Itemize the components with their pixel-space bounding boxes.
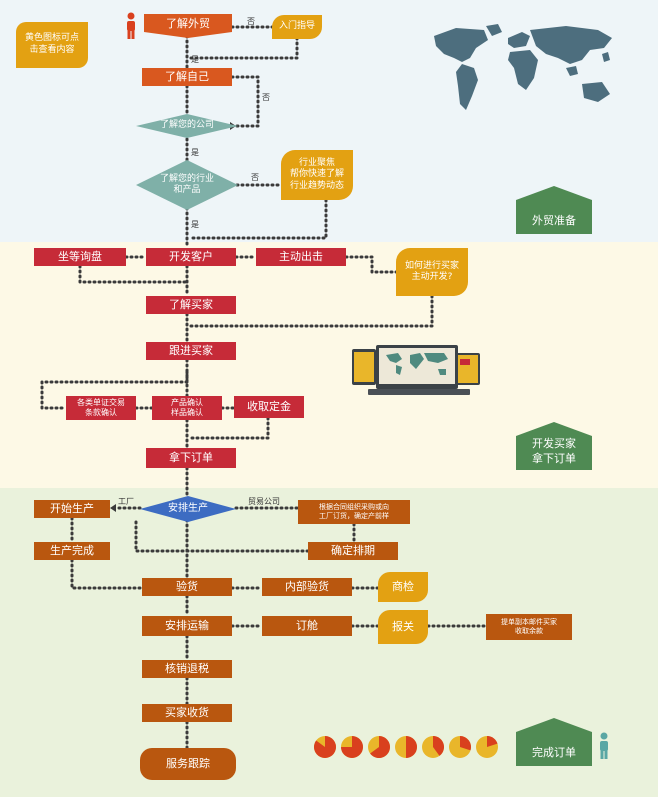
world-map-icon: [434, 24, 612, 110]
person-icon-red: [127, 12, 135, 39]
node-trade-terms[interactable]: 各类单证交易 条款确认: [66, 396, 136, 420]
node-production-done[interactable]: 生产完成: [34, 542, 110, 560]
node-confirm-schedule[interactable]: 确定排期: [308, 542, 398, 560]
edge-label-yes: 是: [191, 220, 199, 229]
node-contract-purchase[interactable]: 根据合同组织采购或向 工厂订货，确定产前样: [298, 500, 410, 524]
node-commodity-inspection[interactable]: 商检: [378, 572, 428, 602]
person-icon-teal: [600, 732, 608, 759]
pie-slice: [370, 736, 390, 758]
edge-label-no: 否: [251, 173, 259, 182]
arrange-production-diamond: [140, 496, 236, 522]
node-inspection[interactable]: 验货: [142, 578, 232, 596]
node-product-confirm[interactable]: 产品确认 样品确认: [152, 396, 222, 420]
edge-label-yes: 是: [191, 55, 199, 64]
pie-icon: [422, 736, 444, 758]
pie-slice: [487, 736, 498, 747]
know-industry-diamond: [136, 160, 238, 210]
node-service-follow[interactable]: 服务跟踪: [140, 748, 236, 780]
edge-label-no: 否: [262, 93, 270, 102]
node-bill-docs[interactable]: 提单副本邮件买家 收取余款: [486, 614, 572, 640]
edge-label-factory: 工厂: [118, 497, 134, 506]
instruction-note: 黄色图标可点击查看内容: [16, 22, 88, 68]
pie-icon: [368, 736, 390, 758]
node-arrange-shipping[interactable]: 安排运输: [142, 616, 232, 636]
pie-icon: [395, 736, 417, 758]
stage-house-icon: [516, 186, 592, 234]
node-book-shipping[interactable]: 订舱: [262, 616, 352, 636]
node-win-order[interactable]: 拿下订单: [146, 448, 236, 468]
node-customs[interactable]: 报关: [378, 610, 428, 644]
node-know-buyer[interactable]: 了解买家: [146, 296, 236, 314]
pie-slice: [406, 736, 417, 758]
stage-house-icon: [516, 718, 592, 766]
edge-label-no: 否: [247, 17, 255, 26]
node-arrange-production[interactable]: 安排生产: [168, 502, 208, 514]
laptop-map-icon: [352, 345, 480, 395]
stage-house-icon: [516, 422, 592, 470]
pie-slice: [460, 736, 471, 751]
edge-label-trade-company: 贸易公司: [248, 497, 280, 506]
stage-trade-prep: 外贸准备: [516, 186, 592, 234]
stage-label: 开发买家 拿下订单: [532, 437, 576, 465]
node-go-out[interactable]: 主动出击: [256, 248, 346, 266]
node-learn-trade[interactable]: 了解外贸: [166, 17, 210, 31]
pie-icon: [314, 736, 336, 758]
pie-icon: [476, 736, 498, 758]
node-know-industry[interactable]: 了解您的行业 和产品: [159, 173, 214, 195]
node-internal-inspection[interactable]: 内部验货: [262, 578, 352, 596]
node-industry-focus[interactable]: 行业聚焦 帮你快速了解 行业趋势动态: [281, 150, 353, 200]
node-know-company[interactable]: 了解您的公司: [159, 120, 214, 131]
node-how-develop[interactable]: 如何进行买家 主动开发?: [396, 248, 468, 296]
pie-slice: [341, 736, 363, 758]
node-wait-inquiry[interactable]: 坐等询盘: [34, 248, 126, 266]
pie-icon: [341, 736, 363, 758]
edge-label-yes: 是: [191, 148, 199, 157]
node-receive-deposit[interactable]: 收取定金: [234, 396, 304, 418]
node-develop-customer[interactable]: 开发客户: [146, 248, 236, 266]
learn-trade-shape: [144, 14, 232, 38]
node-follow-buyer[interactable]: 跟进买家: [146, 342, 236, 360]
stage-complete-order: 完成订单: [516, 718, 592, 766]
stage-develop-buyers: 开发买家 拿下订单: [516, 422, 592, 470]
node-start-production[interactable]: 开始生产: [34, 500, 110, 518]
stage-label: 完成订单: [532, 745, 576, 759]
node-know-self[interactable]: 了解自己: [142, 68, 232, 86]
node-tax-refund[interactable]: 核销退税: [142, 660, 232, 678]
node-intro-guide[interactable]: 入门指导: [272, 15, 322, 39]
node-buyer-receipt[interactable]: 买家收货: [142, 704, 232, 722]
pie-slice: [433, 736, 444, 756]
know-company-diamond: [136, 114, 238, 138]
pie-slice: [314, 736, 336, 758]
stage-label: 外贸准备: [532, 213, 576, 227]
pie-icon: [449, 736, 471, 758]
